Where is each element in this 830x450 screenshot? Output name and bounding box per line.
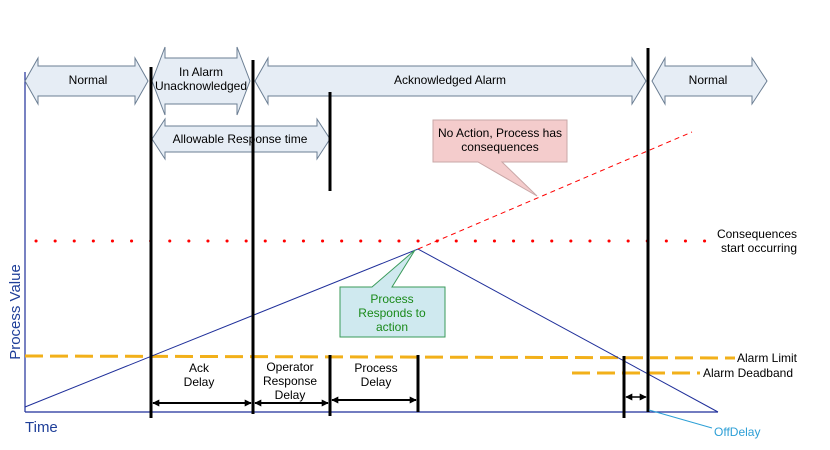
process-delay-label-1: Process: [354, 361, 397, 375]
phase-in-alarm-label-2: Unacknowledged: [155, 79, 247, 93]
phase-in-alarm-arrow: [151, 46, 251, 116]
consequences-label-2: start occurring: [721, 241, 797, 255]
phase-normal-start-label: Normal: [69, 73, 108, 87]
ack-delay-label-2: Delay: [184, 375, 215, 389]
no-action-callout: [432, 119, 568, 197]
process-responds-label-2: Responds to: [358, 306, 426, 320]
phase-in-alarm-label-1: In Alarm: [179, 65, 223, 79]
off-delay-label: OffDelay: [714, 425, 760, 439]
x-axis-label: Time: [25, 419, 58, 436]
ack-delay-label-1: Ack: [189, 361, 210, 375]
off-delay-leader: [648, 409, 713, 429]
alarm-limit-line: [24, 354, 736, 360]
phase-acknowledged-arrow: [254, 56, 647, 106]
operator-delay-label-1: Operator: [266, 360, 313, 374]
process-responds-label-1: Process: [370, 292, 413, 306]
allowable-response-label: Allowable Response time: [173, 132, 308, 146]
process-responds-label-3: action: [376, 320, 408, 334]
no-action-projection-line: [417, 131, 693, 250]
y-axis-label: Process Value: [7, 264, 24, 360]
process-responds-callout: [339, 249, 446, 338]
no-action-label-2: consequences: [461, 140, 538, 154]
phase-normal-end-arrow: [651, 56, 768, 106]
phase-acknowledged-label: Acknowledged Alarm: [394, 73, 506, 87]
phase-normal-start-arrow: [24, 56, 149, 106]
consequences-label-1: Consequences: [717, 227, 797, 241]
alarm-limit-label: Alarm Limit: [737, 351, 798, 365]
phase-normal-end-label: Normal: [689, 73, 728, 87]
process-delay-label-2: Delay: [361, 375, 392, 389]
no-action-label-1: No Action, Process has: [438, 126, 562, 140]
alarm-deadband-label: Alarm Deadband: [703, 366, 793, 380]
operator-delay-label-2: Response: [263, 374, 317, 388]
operator-delay-label-3: Delay: [275, 388, 306, 402]
